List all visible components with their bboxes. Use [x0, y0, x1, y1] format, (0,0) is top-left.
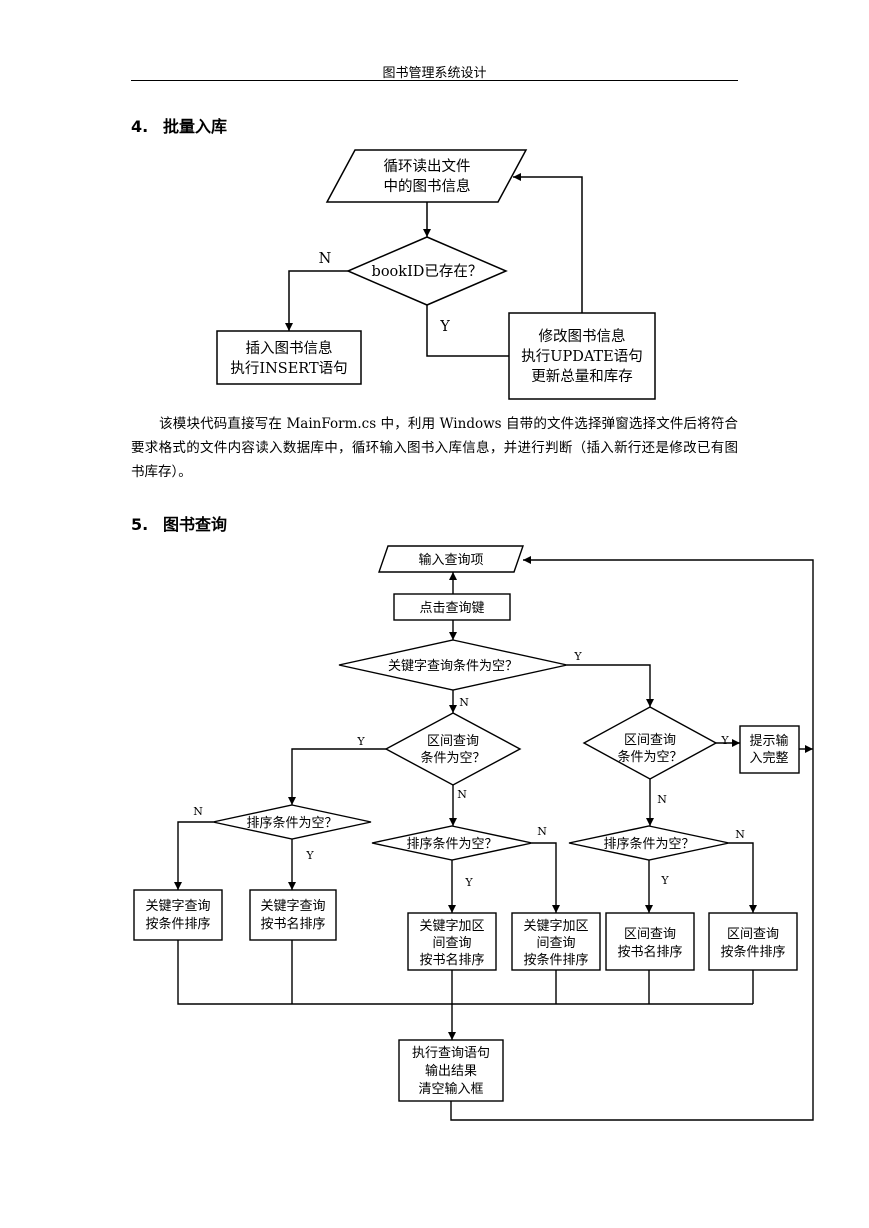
click-query-text: 点击查询键 [419, 601, 484, 616]
r-cond-line2: 按条件排序 [720, 944, 785, 960]
kwr-cond-line3: 按条件排序 [523, 952, 588, 968]
section-4-paragraph-text: 该模块代码直接写在 MainForm.cs 中，利用 Windows 自带的文件… [131, 416, 738, 480]
label-y-keyword: Y [573, 650, 582, 663]
arrow-sort2-to-kwr-cond [532, 842, 560, 913]
section-4-heading: 4. 批量入库 [131, 113, 227, 137]
sort2-text: 排序条件为空？ [406, 836, 497, 852]
label-n-s4: N [319, 251, 332, 267]
execute-to-loop [450, 1101, 503, 1121]
section-5-number: 5. [131, 515, 149, 534]
exec-line1: 执行查询语句 [412, 1046, 490, 1061]
kw-name-line1: 关键字查询 [260, 899, 325, 914]
section-4-title: 批量入库 [163, 117, 228, 136]
range-left-line2: 条件为空？ [420, 750, 485, 766]
line-decision-to-update [426, 305, 509, 357]
section-4-paragraph: 该模块代码直接写在 MainForm.cs 中，利用 Windows 自带的文件… [131, 412, 738, 484]
label-n-sort1: N [193, 805, 203, 818]
kw-name-sort-box [249, 889, 337, 941]
label-n-sort2: N [537, 825, 547, 838]
update-line3: 更新总量和库存 [531, 368, 633, 385]
label-n-keyword: N [459, 696, 469, 709]
header-rule [131, 80, 738, 81]
label-y-sort3: Y [660, 874, 669, 887]
kwr-name-line2: 间查询 [432, 936, 471, 951]
kwr-cond-line1: 关键字加区 [523, 919, 588, 934]
range-name-sort-box [605, 912, 695, 971]
range-right-line2: 条件为空？ [617, 749, 682, 765]
section-5-heading: 5. 图书查询 [131, 511, 227, 535]
batch-import-flowchart [216, 149, 656, 400]
input-query-parallelogram [378, 545, 524, 573]
r-name-line2: 按书名排序 [617, 944, 682, 960]
label-y-range-left: Y [356, 735, 365, 748]
arrow-decision-to-insert [285, 270, 348, 331]
kwr-name-line1: 关键字加区 [419, 919, 484, 934]
kwr-name-line3: 按书名排序 [419, 952, 484, 968]
read-file-line1: 循环读出文件 [384, 158, 471, 175]
book-query-flowchart [133, 545, 814, 1121]
arrow-sort1-to-kw-cond [174, 821, 213, 890]
loop-back-to-input [503, 556, 814, 1121]
exec-line2: 输出结果 [425, 1063, 477, 1079]
running-header: 图书管理系统设计 [382, 66, 487, 81]
decision-text: bookID已存在？ [372, 263, 483, 280]
kw-cond-line2: 按条件排序 [145, 916, 210, 932]
kwr-cond-line2: 间查询 [536, 936, 575, 951]
kw-cond-line1: 关键字查询 [145, 899, 210, 914]
input-query-text: 输入查询项 [418, 552, 483, 568]
insert-line2: 执行INSERT语句 [230, 360, 347, 377]
prompt-line2: 入完整 [749, 751, 788, 766]
read-file-parallelogram [325, 149, 528, 203]
label-y-sort1: Y [305, 849, 314, 862]
label-y-s4: Y [439, 319, 450, 335]
update-line2: 执行UPDATE语句 [521, 348, 643, 365]
range-empty-decision-left [384, 712, 522, 786]
r-name-line1: 区间查询 [624, 927, 676, 942]
label-y-sort2: Y [464, 876, 473, 889]
arrow-sort3-to-r-cond [729, 842, 757, 913]
merge-line [177, 940, 753, 1005]
r-cond-line1: 区间查询 [727, 927, 779, 942]
section-4-number: 4. [131, 117, 149, 136]
label-n-range-right: N [657, 793, 667, 806]
arrow-range-left-to-sort1 [288, 748, 386, 805]
range-right-line1: 区间查询 [624, 733, 676, 748]
update-line1: 修改图书信息 [539, 328, 626, 345]
section-5-title: 图书查询 [163, 515, 228, 534]
exec-line3: 清空输入框 [418, 1081, 483, 1097]
kw-cond-sort-box [133, 889, 223, 941]
kw-name-line2: 按书名排序 [260, 916, 325, 932]
sort3-text: 排序条件为空？ [603, 836, 694, 852]
arrow-update-loop-back [513, 173, 583, 313]
label-n-range-left: N [457, 788, 467, 801]
range-left-line1: 区间查询 [427, 734, 479, 749]
read-file-line2: 中的图书信息 [384, 178, 471, 195]
sort1-text: 排序条件为空？ [246, 815, 337, 831]
label-n-sort3: N [735, 828, 745, 841]
click-query-box [393, 593, 511, 621]
keyword-empty-text: 关键字查询条件为空？ [388, 658, 518, 674]
prompt-line1: 提示输 [749, 733, 788, 749]
insert-line1: 插入图书信息 [246, 340, 333, 357]
label-y-range-right: Y [720, 734, 729, 747]
arrow-keyword-to-range-right [567, 664, 654, 707]
